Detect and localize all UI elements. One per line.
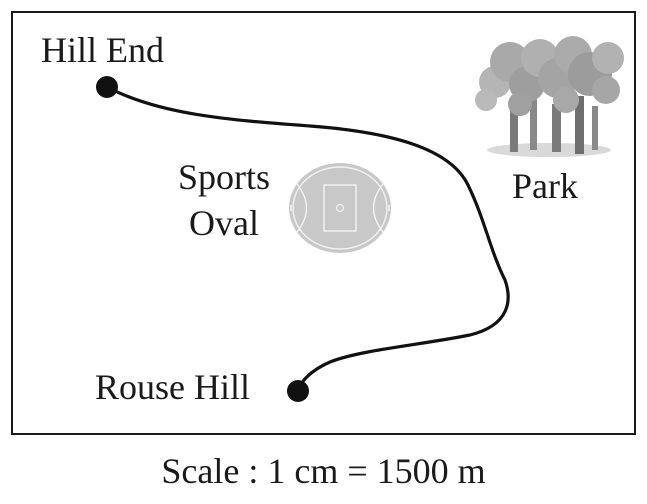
route-path <box>105 85 510 392</box>
scale-caption: Scale : 1 cm = 1500 m <box>161 451 486 491</box>
sports-oval-label-line2: Oval <box>189 203 259 243</box>
sports-oval-label-line1: Sports <box>177 157 271 197</box>
hill-end-marker-icon <box>96 76 118 98</box>
hill-end-label: Hill End <box>41 30 164 70</box>
park-label: Park <box>512 166 578 206</box>
rouse-hill-marker-icon <box>287 380 309 402</box>
sports-oval-icon <box>289 163 391 253</box>
rouse-hill-label: Rouse Hill <box>95 367 251 407</box>
park-trees-icon <box>475 36 624 157</box>
